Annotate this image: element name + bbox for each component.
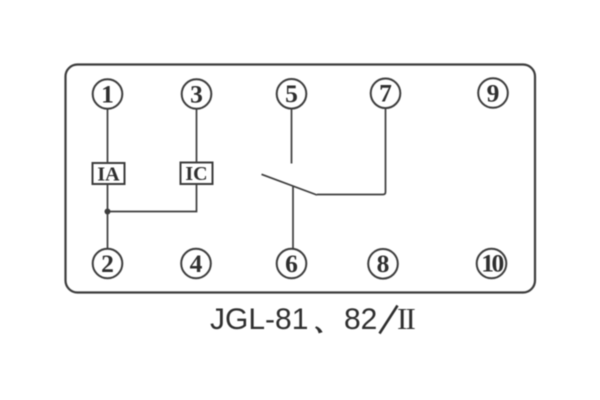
svg-text:6: 6 [285,249,298,278]
svg-text:IC: IC [185,163,207,185]
svg-text:2: 2 [101,249,114,278]
svg-text:1: 1 [101,79,114,108]
svg-text:5: 5 [285,79,298,108]
svg-text:IA: IA [97,163,120,185]
svg-text:7: 7 [379,79,392,108]
svg-text:9: 9 [487,78,500,107]
svg-text:4: 4 [190,249,203,278]
svg-text:II: II [397,301,416,336]
svg-text:82: 82 [344,303,377,336]
svg-text:10: 10 [481,248,503,277]
svg-text:JGL-81: JGL-81 [210,303,308,336]
svg-text:8: 8 [377,249,390,278]
svg-text:3: 3 [190,79,203,108]
